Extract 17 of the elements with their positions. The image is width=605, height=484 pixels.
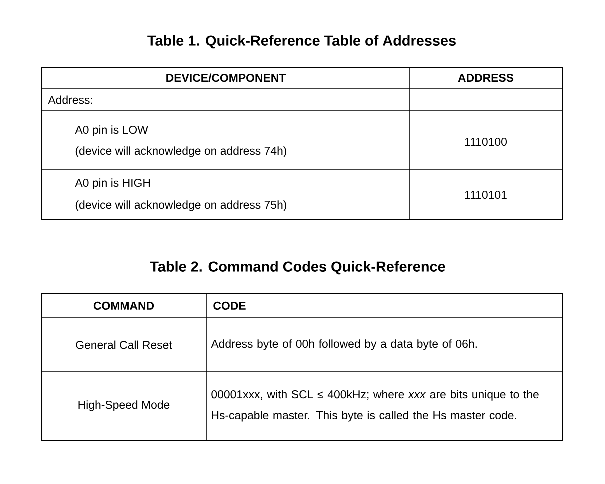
cell-text: High-Speed Mode [78,400,170,412]
column-header: CODE [214,302,246,310]
cell-text: A0 pin is HIGH [75,178,150,190]
cell-text: (device will acknowledge on address 75h) [76,200,287,212]
cell-text: (device will acknowledge on address 74h) [76,146,287,158]
column-header: COMMAND [94,302,154,310]
cell-text: A0 pin is LOW [75,126,148,136]
table-title: Table 2. Command Codes Quick-Reference [150,261,446,275]
cell-text: Address: [48,96,92,104]
cell-text: 1110100 [465,138,507,146]
table-title: Table 1. Quick-Reference Table of Addresses [148,35,456,49]
cell-text: 1110101 [465,190,507,200]
cell-text: Address byte of 00h followed by a data byte of 06h. [211,340,477,350]
column-header: DEVICE/COMPONENT [166,74,286,82]
column-header: ADDRESS [458,74,514,82]
cell-text: General Call Reset [76,340,172,350]
cell-text: 00001xxx, with SCL ≤ 400kHz; where xxx are bits unique to the Hs-capable master. This byte is called the Hs master code. [212,390,539,422]
